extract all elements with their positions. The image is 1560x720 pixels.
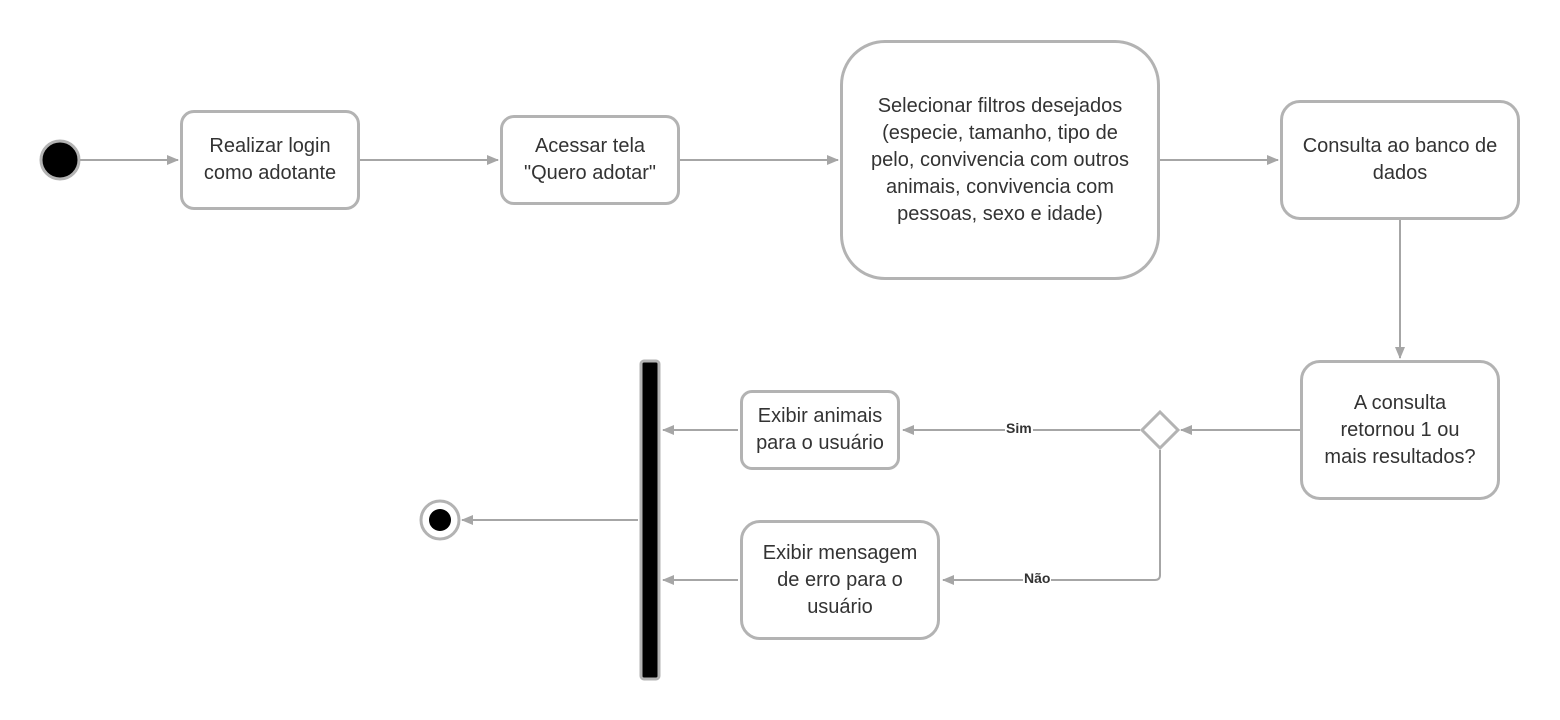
node-realizar-login: Realizar login como adotante bbox=[180, 110, 360, 210]
node-selecionar-filtros: Selecionar filtros desejados (especie, t… bbox=[840, 40, 1160, 280]
decision-diamond bbox=[1139, 409, 1181, 451]
node-decisao-consulta: A consulta retornou 1 ou mais resultados… bbox=[1300, 360, 1500, 500]
node-exibir-animais: Exibir animais para o usuário bbox=[740, 390, 900, 470]
node-exibir-erro: Exibir mensagem de erro para o usuário bbox=[740, 520, 940, 640]
edge-label-sim: Sim bbox=[1005, 420, 1033, 436]
edge-nao bbox=[942, 450, 1161, 585]
node-acessar-tela: Acessar tela "Quero adotar" bbox=[500, 115, 680, 205]
start-node bbox=[39, 139, 81, 181]
end-node-inner bbox=[429, 509, 451, 531]
edge-label-nao: Não bbox=[1023, 570, 1052, 586]
node-consulta-banco: Consulta ao banco de dados bbox=[1280, 100, 1520, 220]
join-bar bbox=[639, 359, 661, 681]
